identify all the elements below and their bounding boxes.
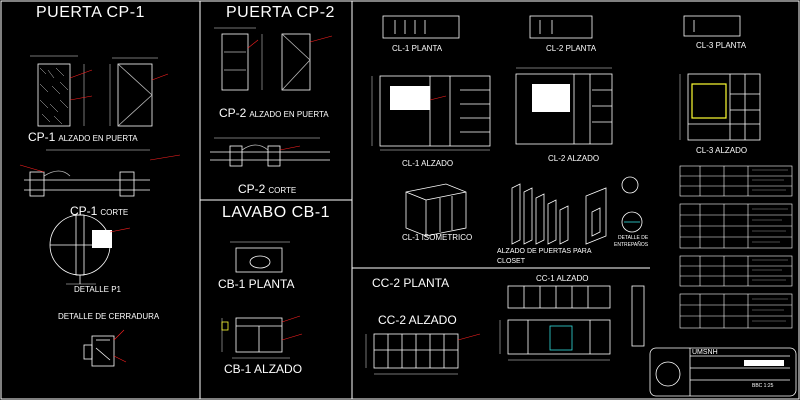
cl-detalle-entrepanos-drawing [621, 176, 643, 233]
cl2-alzado-drawing [515, 67, 613, 145]
cl-alzado-puertas-drawing [511, 183, 607, 245]
cl3-alzado-label: CL-3 ALZADO [696, 146, 748, 155]
cl-alzado-puertas-label-line1: ALZADO DE PUERTAS PARA [497, 248, 592, 255]
cp1-corte-drawing [19, 149, 181, 197]
cp1-detalle-cerradura-label: DETALLE DE CERRADURA [58, 312, 160, 321]
cl1-isometrico-drawing [405, 183, 467, 237]
cp2-alzado-drawing [214, 27, 333, 91]
cb1-alzado-label: CB-1 ALZADO [224, 362, 303, 376]
cp1-cerradura-drawing [83, 329, 127, 367]
cl1-alzado-label: CL-1 ALZADO [402, 159, 454, 168]
cl3-alzado-drawing [679, 73, 761, 141]
cc2-planta-label: CC-2 PLANTA [372, 276, 450, 290]
title-block [649, 347, 797, 397]
titleblock-sheet-code: BBC 1:25 [752, 383, 774, 389]
cp1-alzado-text: ALZADO EN PUERTA [58, 134, 138, 143]
cp1-alzado-code: CP-1 [28, 130, 56, 144]
cc1-alzado-drawing [499, 319, 611, 361]
cl2-planta-label: CL-2 PLANTA [546, 44, 597, 53]
cl2-alzado-label: CL-2 ALZADO [548, 154, 600, 163]
cl-plantas-drawing [382, 15, 741, 39]
cc1-alzado-label: CC-1 ALZADO [536, 274, 589, 283]
cl-detalle-entrepanos-label-line2: ENTREPAÑOS [614, 242, 649, 248]
cl3-planta-label: CL-3 PLANTA [696, 41, 747, 50]
cl1-planta-label: CL-1 PLANTA [392, 44, 443, 53]
cp1-corte-code: CP-1 [70, 204, 98, 218]
cl1-isometrico-label: CL-1 ISOMETRICO [402, 233, 473, 242]
cp2-alzado-text: ALZADO EN PUERTA [249, 110, 329, 119]
cp2-title: PUERTA CP-2 [226, 4, 335, 21]
cl-alzado-puertas-label-line2: CLOSET [497, 258, 526, 265]
cb1-planta-label: CB-1 PLANTA [218, 277, 295, 291]
cb1-alzado-drawing [221, 315, 303, 359]
cb1-planta-drawing [230, 241, 290, 273]
cp2-corte-drawing [210, 137, 330, 167]
cp2-alzado-code: CP-2 [219, 106, 247, 120]
titleblock-institution: UMSNH [692, 349, 718, 356]
cc-plantas-drawing [507, 285, 645, 347]
cp1-detalle-p1-label: DETALLE P1 [74, 285, 121, 294]
cc2-alzado-label: CC-2 ALZADO [378, 313, 457, 327]
cp1-detalle-p1-drawing [49, 214, 131, 285]
cp1-alzado-drawing [30, 55, 169, 127]
cc2-alzado-drawing [365, 333, 481, 375]
cl-detalle-entrepanos-label-line1: DETALLE DE [618, 235, 649, 241]
cp1-corte-text: CORTE [100, 208, 129, 217]
cb1-title: LAVABO CB-1 [222, 204, 331, 221]
cp1-title: PUERTA CP-1 [36, 4, 145, 21]
cl1-alzado-drawing [371, 75, 491, 151]
cp2-corte-code: CP-2 [238, 182, 266, 196]
cp2-corte-text: CORTE [268, 186, 297, 195]
spec-tables [679, 165, 793, 329]
